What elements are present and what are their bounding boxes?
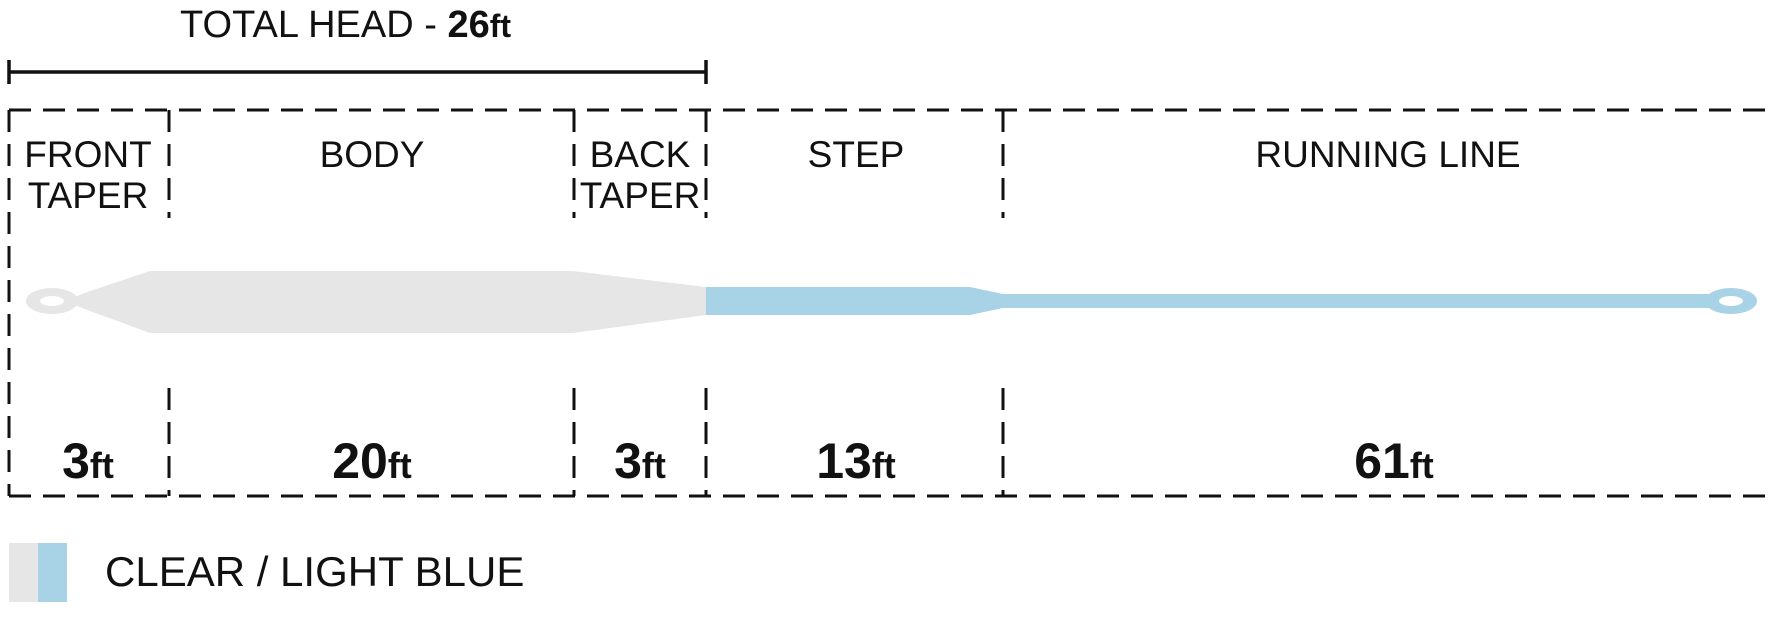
front-taper-label-line2: TAPER bbox=[28, 175, 149, 216]
total-head-bracket bbox=[7, 60, 708, 84]
section-lengths: 3ft 20ft 3ft 13ft 61ft bbox=[62, 433, 1434, 489]
back-taper-length: 3ft bbox=[614, 433, 666, 489]
back-taper-label-line2: TAPER bbox=[580, 175, 701, 216]
body-label: BODY bbox=[320, 134, 425, 175]
legend-swatch-light-blue bbox=[38, 543, 67, 602]
running-line-label: RUNNING LINE bbox=[1255, 134, 1520, 175]
running-line-light-blue bbox=[1003, 294, 1723, 308]
total-head-title: TOTAL HEAD - 26ft bbox=[180, 4, 511, 46]
total-head-unit: ft bbox=[490, 8, 512, 44]
total-head-label: TOTAL HEAD - bbox=[180, 4, 447, 46]
body-length: 20ft bbox=[332, 433, 412, 489]
total-head-value: 26 bbox=[447, 4, 489, 46]
head-clear bbox=[72, 271, 706, 333]
front-taper-label-line1: FRONT bbox=[24, 134, 151, 175]
legend-swatch-clear bbox=[9, 543, 38, 602]
step-label: STEP bbox=[808, 134, 905, 175]
step-length: 13ft bbox=[816, 433, 896, 489]
fly-line-shape bbox=[26, 271, 1757, 333]
legend: CLEAR / LIGHT BLUE bbox=[9, 543, 524, 602]
section-labels: FRONT TAPER BODY BACK TAPER STEP RUNNING… bbox=[24, 134, 1520, 216]
step-light-blue bbox=[706, 287, 1003, 315]
running-line-length: 61ft bbox=[1354, 433, 1434, 489]
section-boxes bbox=[7, 108, 1769, 498]
front-taper-length: 3ft bbox=[62, 433, 114, 489]
legend-label: CLEAR / LIGHT BLUE bbox=[105, 548, 524, 595]
back-taper-label-line1: BACK bbox=[590, 134, 691, 175]
section-dividers bbox=[167, 110, 1005, 496]
